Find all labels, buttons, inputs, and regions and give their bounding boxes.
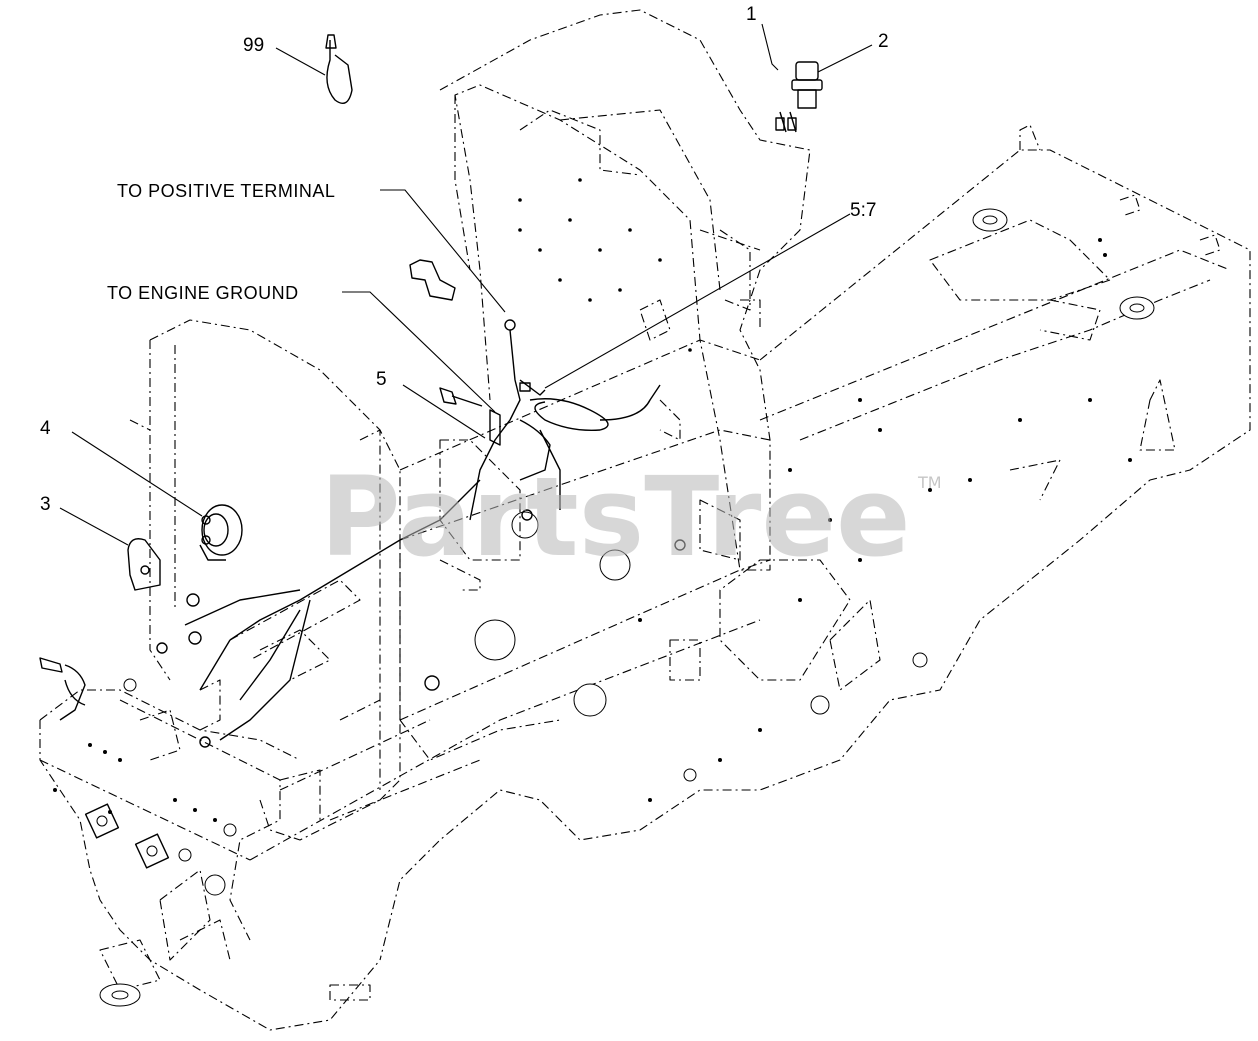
leader-3 (59, 507, 129, 546)
wire-harness-part (59, 319, 661, 741)
leader-99 (275, 47, 326, 76)
switch-part (775, 61, 823, 133)
bolts (39, 387, 483, 673)
watermark: PartsTree TM (320, 453, 942, 581)
leader-lines (59, 23, 873, 546)
callout-2: 2 (878, 31, 889, 52)
frame-hole (511, 511, 539, 539)
horn-bracket-part (127, 538, 161, 591)
frame-boss-inner (982, 215, 998, 225)
frame-hole (599, 549, 631, 581)
leader-4 (71, 431, 203, 517)
frame-boss-inner (111, 990, 129, 1000)
leader-positive (380, 189, 506, 313)
callout-99: 99 (243, 35, 264, 56)
leader-5 (402, 384, 486, 439)
callout-5-7: 5:7 (850, 200, 876, 221)
parts (39, 34, 823, 869)
front-plates (84, 803, 170, 869)
leader-57 (544, 213, 851, 389)
horn-part (199, 504, 243, 561)
frame-boss-inner (1129, 303, 1145, 313)
watermark-tm: TM (917, 473, 942, 492)
cable-tie-part (325, 34, 353, 104)
watermark-text: PartsTree (320, 453, 911, 581)
callout-4: 4 (40, 418, 51, 439)
note-engine-ground: TO ENGINE GROUND (107, 283, 299, 303)
frame-hole (474, 619, 516, 661)
frame-hole (573, 683, 607, 717)
frame-hole (683, 768, 697, 782)
frame-hole (123, 678, 137, 692)
callout-5: 5 (376, 369, 387, 390)
key-switch-part (409, 259, 456, 301)
leader-ground (342, 291, 496, 413)
leader-2 (817, 44, 873, 73)
note-positive-terminal: TO POSITIVE TERMINAL (117, 181, 335, 201)
dash-tower (439, 9, 811, 571)
main-frame (39, 124, 1251, 1031)
frame-hole (178, 848, 192, 862)
leader-1 (761, 23, 779, 71)
callout-3: 3 (40, 494, 51, 515)
frame-holes (53, 208, 1155, 1007)
callout-1: 1 (746, 4, 757, 25)
frame-hole (912, 652, 928, 668)
frame-hole (204, 874, 226, 896)
nuts (156, 509, 686, 748)
callout-labels: 99 1 2 5:7 5 4 3 TO POSITIVE TERMINAL TO… (40, 4, 889, 515)
frame-hole (223, 823, 237, 837)
frame-hole (810, 695, 830, 715)
